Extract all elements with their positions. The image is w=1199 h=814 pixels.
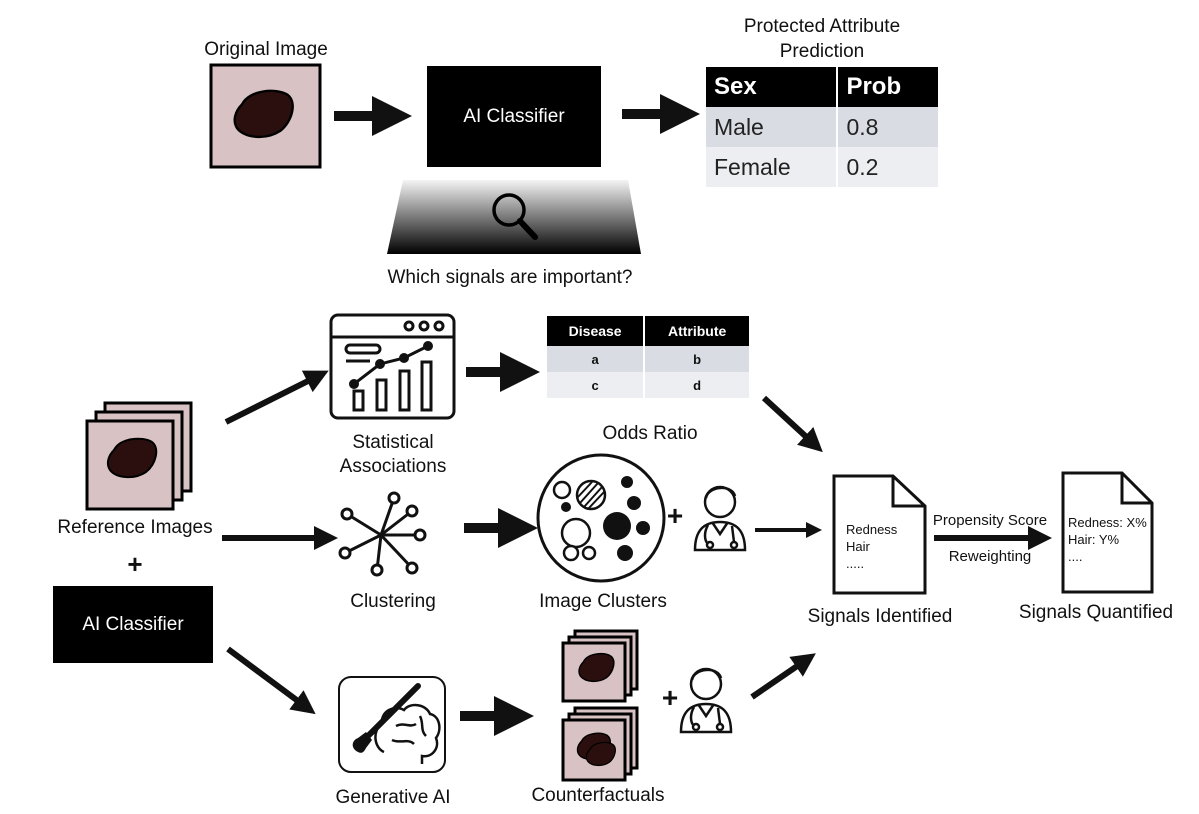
table-cell: Female (706, 147, 839, 187)
table-row: Female 0.2 (706, 147, 938, 187)
prediction-title-line1: Protected Attribute (743, 16, 901, 37)
propensity-score-label: Propensity Score (932, 512, 1048, 529)
arrow-to-statistical (224, 370, 329, 425)
table-cell: Male (706, 107, 839, 147)
signals-quantified-label: Signals Quantified (1018, 602, 1174, 623)
arrow-counterfactuals-to-signals (750, 653, 816, 700)
table-cell: b (644, 346, 749, 372)
counterfactual-stack-1 (561, 629, 639, 703)
protected-attribute-table: Sex Prob Male 0.8 Female 0.2 (706, 67, 938, 187)
ai-classifier-top: AI Classifier (427, 66, 601, 167)
table-row: a b (547, 346, 749, 372)
statistical-label-line2: Associations (339, 456, 447, 477)
image-clusters-label: Image Clusters (539, 591, 667, 612)
table-cell: 0.8 (837, 107, 938, 147)
clustering-icon (338, 491, 427, 577)
table-header: Disease (547, 316, 646, 346)
ai-classifier-left-label: AI Classifier (82, 613, 184, 635)
table-row: Male 0.8 (706, 107, 938, 147)
prediction-title-line2: Prediction (779, 41, 865, 62)
quantified-line: Hair: Y% (1068, 532, 1120, 547)
reference-images-label: Reference Images (57, 517, 213, 538)
statistical-label-line1: Statistical (352, 432, 434, 453)
generative-ai-icon (338, 676, 446, 773)
original-image (209, 63, 322, 169)
laptop-base (387, 180, 641, 254)
table-row: c d (547, 372, 749, 398)
table-header: Prob (837, 67, 938, 107)
table-header: Attribute (644, 316, 749, 346)
ai-classifier-left: AI Classifier (53, 586, 213, 663)
quantified-line: Redness: X% (1068, 515, 1147, 530)
signals-quantified-document (1061, 471, 1154, 594)
table-cell: 0.2 (837, 147, 938, 187)
clinician-icon (693, 485, 747, 552)
plus-sign-clusters: + (666, 500, 684, 531)
reference-images-stack (85, 401, 193, 511)
table-header: Sex (706, 67, 839, 107)
clinician-icon-2 (679, 667, 733, 734)
counterfactuals-label: Counterfactuals (531, 785, 665, 806)
arrow-to-generative (226, 646, 316, 715)
identified-line: Hair (846, 539, 870, 554)
counterfactual-stack-2 (561, 706, 639, 782)
generative-ai-label: Generative AI (335, 787, 451, 808)
arrow-odds-to-signals (761, 395, 823, 453)
original-image-label: Original Image (204, 39, 328, 60)
table-cell: c (547, 372, 646, 398)
quantified-line: .... (1068, 549, 1083, 564)
reweighting-label: Reweighting (948, 548, 1032, 565)
odds-table: Disease Attribute a b c d (547, 316, 749, 398)
identified-line: ..... (846, 556, 865, 571)
plus-sign: + (127, 549, 143, 579)
identified-line: Redness (846, 522, 898, 537)
signals-identified-document (832, 474, 927, 595)
odds-ratio-label: Odds Ratio (602, 423, 698, 444)
plus-sign-counterfactuals: + (661, 682, 679, 713)
signals-identified-label: Signals Identified (807, 606, 953, 627)
magnifier-icon (492, 193, 538, 240)
question-label: Which signals are important? (387, 267, 633, 288)
ai-classifier-top-label: AI Classifier (463, 105, 565, 127)
table-cell: a (547, 346, 646, 372)
statistical-chart-icon (329, 313, 456, 420)
table-cell: d (644, 372, 749, 398)
clustering-label: Clustering (350, 591, 436, 612)
image-clusters-icon (536, 453, 666, 583)
